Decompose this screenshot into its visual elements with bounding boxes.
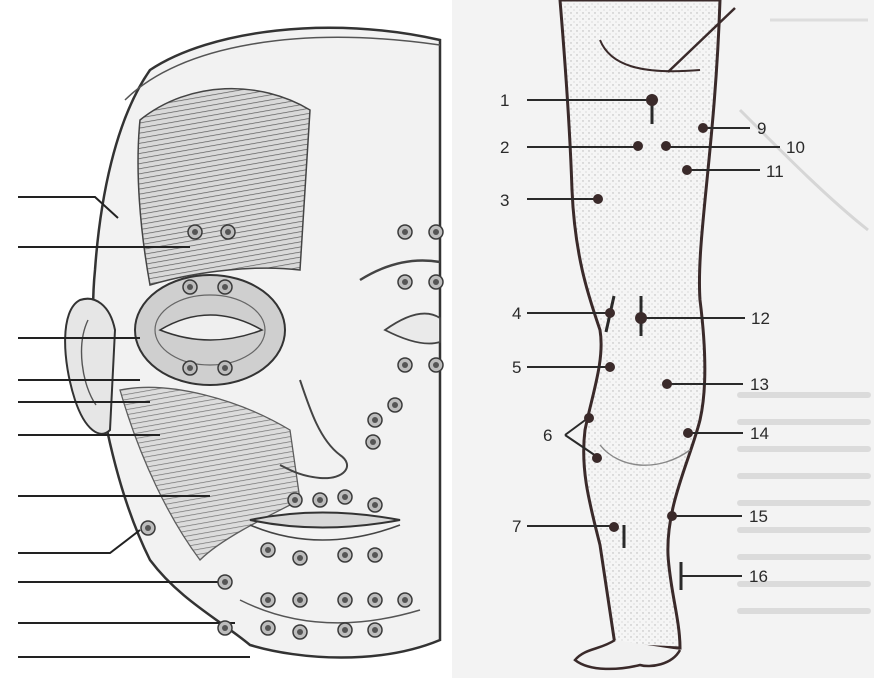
leg-point-12 bbox=[635, 312, 647, 324]
face-point bbox=[338, 593, 352, 607]
face-point bbox=[368, 548, 382, 562]
leg-point-2 bbox=[633, 141, 643, 151]
face-point bbox=[368, 623, 382, 637]
label-6: 6 bbox=[543, 426, 552, 445]
face-point bbox=[338, 623, 352, 637]
leg-point-6a bbox=[584, 413, 594, 423]
label-15: 15 bbox=[749, 507, 768, 526]
label-10: 10 bbox=[786, 138, 805, 157]
face-point bbox=[293, 593, 307, 607]
face-point bbox=[218, 621, 232, 635]
label-9: 9 bbox=[757, 119, 766, 138]
leg-point-7 bbox=[609, 522, 619, 532]
face-point bbox=[398, 358, 412, 372]
face-point bbox=[218, 575, 232, 589]
leg-point-15 bbox=[667, 511, 677, 521]
label-13: 13 bbox=[750, 375, 769, 394]
leg-point-1 bbox=[646, 94, 658, 106]
face-point bbox=[218, 361, 232, 375]
face-point bbox=[261, 593, 275, 607]
face-point bbox=[313, 493, 327, 507]
face-point bbox=[398, 225, 412, 239]
face-point bbox=[183, 280, 197, 294]
face-point bbox=[429, 225, 443, 239]
face-point bbox=[368, 498, 382, 512]
face-point bbox=[429, 275, 443, 289]
panel-divider bbox=[445, 0, 452, 678]
label-11: 11 bbox=[766, 162, 784, 181]
face-point bbox=[183, 361, 197, 375]
face-point bbox=[218, 280, 232, 294]
face-point bbox=[368, 593, 382, 607]
label-16: 16 bbox=[749, 567, 768, 586]
leg-point-6b bbox=[592, 453, 602, 463]
leg-point-11 bbox=[682, 165, 692, 175]
label-7: 7 bbox=[512, 517, 521, 536]
leg-point-10 bbox=[661, 141, 671, 151]
label-5: 5 bbox=[512, 358, 521, 377]
label-2: 2 bbox=[500, 138, 509, 157]
face-point bbox=[366, 435, 380, 449]
face-point bbox=[368, 413, 382, 427]
face-point bbox=[429, 358, 443, 372]
label-14: 14 bbox=[750, 424, 769, 443]
face-point bbox=[398, 275, 412, 289]
label-3: 3 bbox=[500, 191, 509, 210]
face-panel bbox=[0, 0, 445, 678]
face-point bbox=[293, 625, 307, 639]
face-point bbox=[141, 521, 155, 535]
face-point bbox=[338, 548, 352, 562]
face-point bbox=[261, 621, 275, 635]
face-point bbox=[293, 551, 307, 565]
leg-point-9 bbox=[698, 123, 708, 133]
frontalis-muscle bbox=[138, 89, 310, 285]
label-12: 12 bbox=[751, 309, 770, 328]
face-point bbox=[288, 493, 302, 507]
face-point bbox=[388, 398, 402, 412]
leg-point-13 bbox=[662, 379, 672, 389]
face-point bbox=[188, 225, 202, 239]
label-1: 1 bbox=[500, 91, 509, 110]
label-4: 4 bbox=[512, 304, 521, 323]
face-point bbox=[338, 490, 352, 504]
leg-point-3 bbox=[593, 194, 603, 204]
leg-point-4 bbox=[605, 308, 615, 318]
leg-panel: 1 2 3 4 5 6 7 9 10 11 12 13 14 15 16 bbox=[452, 0, 874, 678]
face-point bbox=[398, 593, 412, 607]
leg-point-5 bbox=[605, 362, 615, 372]
face-point bbox=[221, 225, 235, 239]
leg-point-14 bbox=[683, 428, 693, 438]
face-point bbox=[261, 543, 275, 557]
